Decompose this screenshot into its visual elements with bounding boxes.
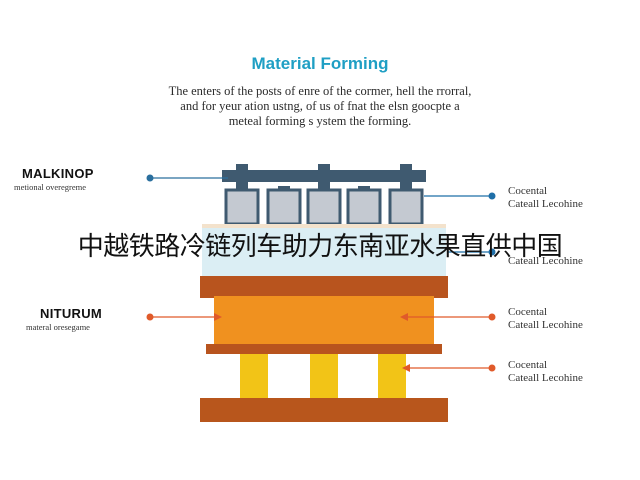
punch bbox=[388, 188, 424, 226]
description-line: The enters of the posts of enre of the c… bbox=[168, 84, 472, 98]
blank-plate-edge bbox=[202, 224, 446, 228]
right-label-line2: Cateall Lecohine bbox=[508, 255, 583, 267]
callout-dot bbox=[488, 313, 496, 321]
left-label-title: MALKINOP bbox=[22, 166, 94, 181]
pillar bbox=[310, 354, 338, 398]
right-label-line2: Cateall Lecohine bbox=[508, 372, 583, 384]
pillar-cap bbox=[306, 345, 342, 354]
left-label-subtitle: metional overegreme bbox=[14, 182, 86, 192]
callout-dot bbox=[488, 364, 496, 372]
punch-connector bbox=[400, 182, 412, 190]
punch-top-cap bbox=[318, 164, 330, 172]
pillar-cap bbox=[236, 345, 272, 354]
pillar-cap bbox=[374, 345, 410, 354]
description-line: meteal forming s ystem the forming. bbox=[228, 114, 412, 128]
punch bbox=[266, 188, 302, 226]
right-label-line1: Cocental bbox=[508, 306, 548, 318]
punch-top-cap bbox=[400, 164, 412, 172]
die-block bbox=[214, 296, 434, 346]
punch bbox=[346, 188, 382, 226]
punch bbox=[306, 188, 342, 226]
callout-arrow bbox=[214, 313, 222, 321]
overlay-caption: 中越铁路冷链列车助力东南亚水果直供中国 bbox=[77, 232, 563, 262]
description-line: and for yeur ation ustng, of us of fnat … bbox=[180, 99, 460, 113]
callout-arrow bbox=[400, 313, 408, 321]
right-label-line1: Cocental bbox=[508, 359, 548, 371]
left-label-subtitle: materal oresegame bbox=[26, 322, 90, 332]
pillar bbox=[378, 354, 406, 398]
callout-arrow bbox=[402, 364, 410, 372]
diagram-description: The enters of the posts of enre of the c… bbox=[60, 84, 580, 129]
blank-plate bbox=[202, 224, 446, 276]
right-label-line1: Cocental bbox=[508, 185, 548, 197]
callout-dot bbox=[488, 248, 496, 256]
die-top-bar bbox=[200, 276, 448, 298]
base-plate bbox=[200, 398, 448, 422]
pillar bbox=[240, 354, 268, 398]
punch-connector bbox=[318, 182, 330, 190]
left-label-title: NITURUM bbox=[40, 306, 103, 321]
punch-top-bar bbox=[222, 170, 426, 182]
punch-connector bbox=[236, 182, 248, 190]
right-label-line2: Cateall Lecohine bbox=[508, 198, 583, 210]
diagram-title: Material Forming bbox=[251, 54, 389, 73]
callout-dot bbox=[146, 313, 154, 321]
callout-dot bbox=[488, 192, 496, 200]
callout-dot bbox=[146, 174, 154, 182]
right-label-line2: Cateall Lecohine bbox=[508, 319, 583, 331]
punch-top-cap bbox=[236, 164, 248, 172]
punch bbox=[224, 188, 260, 226]
